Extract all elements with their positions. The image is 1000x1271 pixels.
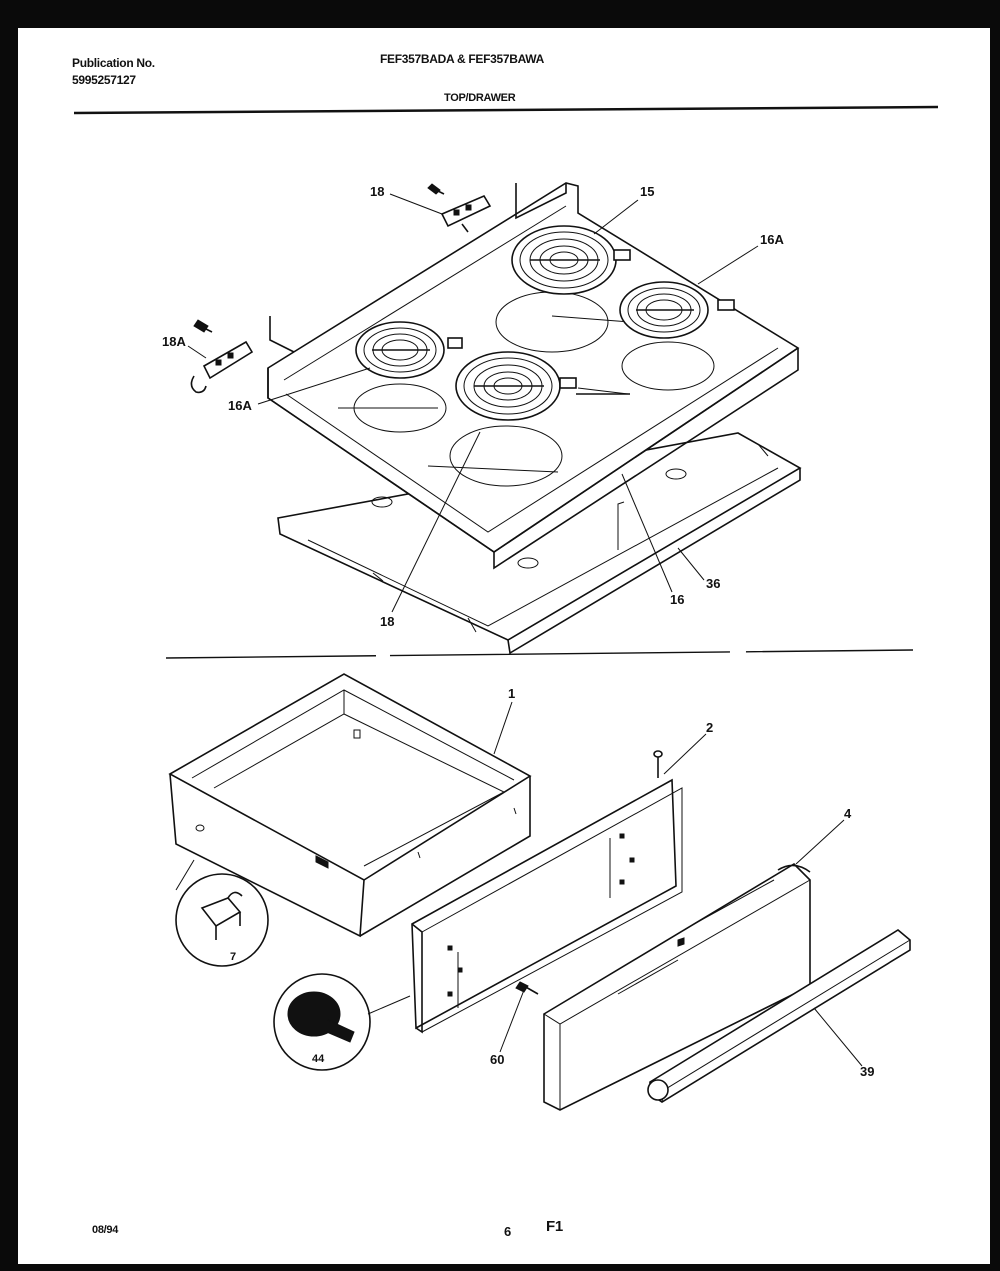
callout-18a: 18A (162, 334, 186, 349)
parts-sheet: Publication No. 5995257127 FEF357BADA & … (18, 28, 990, 1264)
callout-4: 4 (844, 806, 852, 821)
surface-element-small-left (355, 321, 463, 379)
callout-16a-right: 16A (760, 232, 784, 247)
drawer-assembly (168, 673, 911, 1111)
callout-16a-left: 16A (228, 398, 252, 413)
surface-element-large-front (455, 351, 630, 421)
detail-circle-knob (273, 973, 411, 1071)
terminal-block-top (427, 183, 492, 233)
publication-number: 5995257127 (72, 73, 136, 87)
drawer-handle-trim-part (647, 929, 911, 1103)
callout-44: 44 (312, 1053, 325, 1065)
drawer-front-panel-part (411, 750, 683, 1034)
callout-7: 7 (230, 951, 236, 963)
model-numbers: FEF357BADA & FEF357BAWA (380, 52, 545, 66)
cooktop-assembly (190, 182, 802, 655)
callout-60: 60 (490, 1052, 504, 1067)
surface-element-large-rear (511, 225, 631, 295)
screw-part (515, 981, 539, 995)
top-callouts: 18 15 16A 18A 16A 36 16 18 (162, 184, 784, 629)
surface-element-small-right (619, 281, 735, 339)
terminal-block-left (190, 319, 254, 394)
callout-18-bottom: 18 (380, 614, 394, 629)
header-rule (73, 105, 939, 115)
publication-label: Publication No. (72, 56, 155, 70)
exploded-parts-diagram: 18 15 16A 18A 16A 36 16 18 (73, 105, 939, 1111)
drawer-callouts: 1 2 4 7 44 60 39 (230, 686, 874, 1079)
footer-figure-id: F1 (546, 1218, 563, 1235)
callout-1: 1 (508, 686, 515, 701)
callout-2: 2 (706, 720, 713, 735)
callout-39: 39 (860, 1064, 874, 1079)
callout-18-top: 18 (370, 184, 384, 199)
drawer-body-part (168, 673, 532, 938)
footer-date: 08/94 (92, 1224, 119, 1236)
callout-15: 15 (640, 184, 654, 199)
detail-circle-glide (175, 859, 269, 967)
section-separator-line (165, 649, 914, 659)
section-title: TOP/DRAWER (444, 92, 516, 104)
callout-16-bottom: 16 (670, 592, 684, 607)
callout-36: 36 (706, 576, 720, 591)
footer-page-number: 6 (504, 1224, 511, 1239)
burner-box-part (277, 432, 802, 655)
